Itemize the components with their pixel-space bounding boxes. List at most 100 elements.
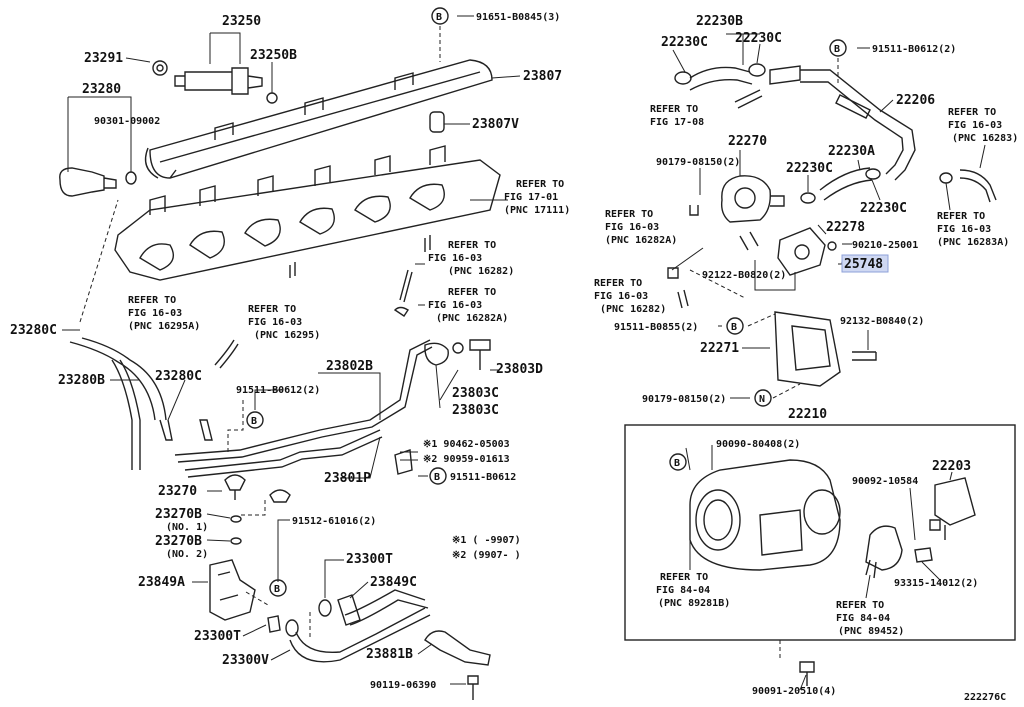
label-23801p[interactable]: 23801P (324, 471, 371, 486)
label-22230b[interactable]: 22230B (696, 14, 743, 29)
bracket-23849a (209, 559, 256, 621)
fuel-pipe-23802b (174, 339, 433, 463)
refer-16283-line1: REFER TO (948, 107, 996, 118)
throttle-body-frame (624, 424, 1016, 641)
refer-89452-line1: REFER TO (836, 600, 884, 611)
note-2-90959[interactable]: ※2 90959-01613 (423, 454, 510, 465)
label-23807[interactable]: 23807 (523, 69, 562, 84)
refer-89452-line2[interactable]: FIG 84-04 (836, 613, 890, 624)
refer-16282a-r-line2[interactable]: FIG 16-03 (605, 222, 659, 233)
label-90210-25001[interactable]: 90210-25001 (852, 240, 918, 251)
label-23849a[interactable]: 23849A (138, 575, 185, 590)
refer-17-08-line1: REFER TO (650, 104, 698, 115)
refer-16282-line2[interactable]: FIG 16-03 (428, 253, 482, 264)
label-23803d[interactable]: 23803D (496, 362, 543, 377)
label-90092-10584[interactable]: 90092-10584 (852, 476, 918, 487)
refer-17-01-line3: (PNC 17111) (504, 205, 570, 216)
label-25748[interactable]: 25748 (844, 257, 883, 272)
label-91511-b0855[interactable]: 91511-B0855(2) (614, 322, 698, 333)
refer-17-08-line2[interactable]: FIG 17-08 (650, 117, 704, 128)
refer-16283-line2[interactable]: FIG 16-03 (948, 120, 1002, 131)
label-92132-b0840[interactable]: 92132-B0840(2) (840, 316, 924, 327)
label-23270[interactable]: 23270 (158, 484, 197, 499)
label-23881b[interactable]: 23881B (366, 647, 413, 662)
label-23300t-a[interactable]: 23300T (346, 552, 393, 567)
label-23803c-a[interactable]: 23803C (452, 386, 499, 401)
label-90179-08150-b[interactable]: 90179-08150(2) (642, 394, 726, 405)
label-22210[interactable]: 22210 (788, 407, 827, 422)
label-90301-09002[interactable]: 90301-09002 (94, 116, 160, 127)
label-22230c-c[interactable]: 22230C (786, 161, 833, 176)
marker-b-top: B (436, 12, 442, 23)
refer-16283a-line1: REFER TO (937, 211, 985, 222)
o-ring-23250b (266, 92, 278, 104)
refer-16295-line3: (PNC 16295) (254, 330, 320, 341)
label-23280c-mid[interactable]: 23280C (155, 369, 202, 384)
label-90090-80408[interactable]: 90090-80408(2) (716, 439, 800, 450)
label-23803c-b[interactable]: 23803C (452, 403, 499, 418)
label-23280c-left[interactable]: 23280C (10, 323, 57, 338)
intake-manifold-drawing (114, 159, 501, 281)
marker-b-low: B (274, 584, 280, 595)
label-22230c-d[interactable]: 22230C (860, 201, 907, 216)
bracket-23881b (424, 630, 491, 666)
refer-16283a-line2[interactable]: FIG 16-03 (937, 224, 991, 235)
label-92122-b0820[interactable]: 92122-B0820(2) (702, 270, 786, 281)
label-23280[interactable]: 23280 (82, 82, 121, 97)
refer-16295a-line1: REFER TO (128, 295, 176, 306)
label-22271[interactable]: 22271 (700, 341, 739, 356)
label-90179-08150-a[interactable]: 90179-08150(2) (656, 157, 740, 168)
air-valve-22270 (720, 175, 771, 223)
label-23300t-b[interactable]: 23300T (194, 629, 241, 644)
refer-16295a-line2[interactable]: FIG 16-03 (128, 308, 182, 319)
refer-16282-r-line1: REFER TO (594, 278, 642, 289)
label-93315-14012[interactable]: 93315-14012(2) (894, 578, 978, 589)
stud-92132 (852, 351, 877, 361)
label-no-2: (NO. 2) (166, 549, 208, 560)
label-91511-b0612[interactable]: 91511-B0612 (450, 472, 516, 483)
label-23291[interactable]: 23291 (84, 51, 123, 66)
union-23849c (337, 594, 361, 626)
refer-17-01-line2[interactable]: FIG 17-01 (504, 192, 558, 203)
label-23270b-1[interactable]: 23270B (155, 507, 202, 522)
hose-22230a (819, 167, 873, 201)
label-23300v[interactable]: 23300V (222, 653, 269, 668)
label-23802b[interactable]: 23802B (326, 359, 373, 374)
washer-90210 (827, 241, 837, 251)
label-91512-61016[interactable]: 91512-61016(2) (292, 516, 376, 527)
label-22206[interactable]: 22206 (896, 93, 935, 108)
label-22270[interactable]: 22270 (728, 134, 767, 149)
highlight-25748 (841, 254, 889, 273)
label-22203[interactable]: 22203 (932, 459, 971, 474)
label-22230a[interactable]: 22230A (828, 144, 875, 159)
label-91511-b0612-2[interactable]: 91511-B0612(2) (236, 385, 320, 396)
label-23250[interactable]: 23250 (222, 14, 261, 29)
label-91511-b0612-right[interactable]: 91511-B0612(2) (872, 44, 956, 55)
range-note-2: ※2 (9907- ) (452, 550, 521, 561)
label-23250b[interactable]: 23250B (250, 48, 297, 63)
refer-84-04-line2[interactable]: FIG 84-04 (656, 585, 710, 596)
label-90091-20510[interactable]: 90091-20510(4) (752, 686, 836, 697)
part-labels: 23250 B 91651-B0845(3) 23291 23250B 2380… (10, 12, 1018, 703)
fuel-rail-group (59, 59, 501, 281)
label-23807v[interactable]: 23807V (472, 117, 519, 132)
refer-89452-line3: (PNC 89452) (838, 626, 904, 637)
refer-16295-line1: REFER TO (248, 304, 296, 315)
label-90119-06390[interactable]: 90119-06390 (370, 680, 436, 691)
label-91651-b0845[interactable]: 91651-B0845(3) (476, 12, 560, 23)
label-22230c-b[interactable]: 22230C (735, 31, 782, 46)
refer-16282a-line2[interactable]: FIG 16-03 (428, 300, 482, 311)
refer-16282-r-line2[interactable]: FIG 16-03 (594, 291, 648, 302)
label-23280b[interactable]: 23280B (58, 373, 105, 388)
refer-16295a-line3: (PNC 16295A) (128, 321, 200, 332)
label-23270b-2[interactable]: 23270B (155, 534, 202, 549)
note-1-90462[interactable]: ※1 90462-05003 (423, 439, 510, 450)
label-23849c[interactable]: 23849C (370, 575, 417, 590)
refer-16282a-line3: (PNC 16282A) (436, 313, 508, 324)
reference-markers (246, 7, 847, 597)
label-22278[interactable]: 22278 (826, 220, 865, 235)
label-22230c-a[interactable]: 22230C (661, 35, 708, 50)
clamp-23300t-a (318, 599, 332, 617)
refer-16295-line2[interactable]: FIG 16-03 (248, 317, 302, 328)
throttle-body-group (689, 459, 976, 579)
